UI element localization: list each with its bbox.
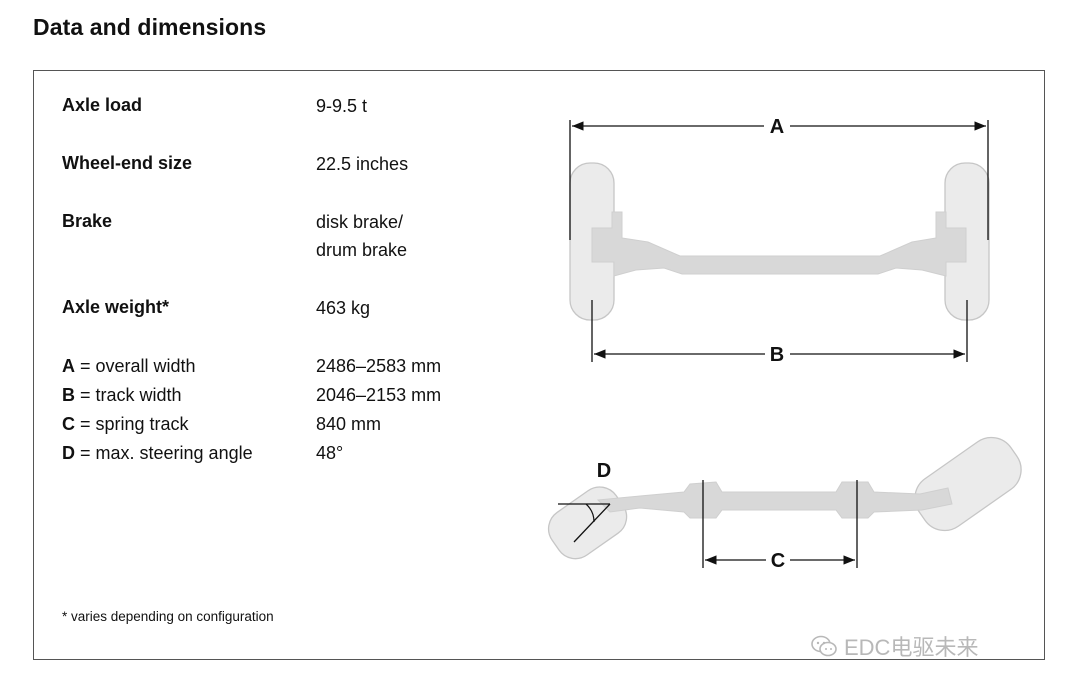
dimension-a-label: A — [770, 116, 784, 138]
spec-value-wheel-end-size: 22.5 inches — [316, 154, 409, 174]
dim-text-d: = max. steering angle — [75, 443, 253, 463]
dimension-d-label: D — [597, 460, 611, 482]
dim-value-c: 840 mm — [316, 414, 382, 434]
spec-label-axle-load: Axle load — [62, 95, 143, 115]
spec-label-axle-weight: Axle weight* — [62, 297, 170, 317]
watermark: EDC电驱未来 — [810, 630, 978, 662]
page-title: Data and dimensions — [33, 14, 267, 40]
wechat-icon — [811, 635, 837, 657]
dim-label-b: B = track width — [62, 385, 182, 406]
spec-label-wheel-end-size: Wheel-end size — [62, 153, 193, 173]
dim-text-a: = overall width — [75, 356, 196, 376]
spec-value-brake-line-1: disk brake/ — [316, 212, 404, 232]
axle-beam — [591, 211, 967, 277]
steered-right-wheel — [914, 436, 1022, 532]
dim-value-a: 2486–2583 mm — [316, 356, 442, 376]
dim-letter-c: C — [62, 414, 75, 434]
dim-label-c: C = spring track — [62, 414, 189, 435]
front-axle-view: A B — [569, 116, 990, 366]
dim-label-d: D = max. steering angle — [62, 443, 253, 464]
spec-value-brake-line-2: drum brake — [316, 240, 408, 260]
dimension-c-label: C — [771, 550, 785, 572]
axle-beam-top — [596, 481, 953, 519]
spec-value-axle-weight: 463 kg — [316, 298, 371, 318]
steered-left-wheel — [547, 486, 628, 560]
dimension-b-label: B — [770, 344, 784, 366]
dim-letter-b: B — [62, 385, 75, 405]
dim-letter-d: D — [62, 443, 75, 463]
dim-text-b: = track width — [75, 385, 182, 405]
spec-value-axle-load: 9-9.5 t — [316, 96, 368, 116]
watermark-text: EDC电驱未来 — [844, 635, 979, 660]
footnote: * varies depending on configuration — [62, 609, 274, 624]
dim-letter-a: A — [62, 356, 75, 376]
spec-label-brake: Brake — [62, 211, 113, 231]
dim-label-a: A = overall width — [62, 356, 196, 377]
dim-value-d: 48° — [316, 443, 344, 463]
top-axle-view: D C — [547, 436, 1022, 572]
spec-box: Axle load 9-9.5 t Wheel-end size 22.5 in… — [33, 70, 1045, 660]
dim-text-c: = spring track — [75, 414, 189, 434]
dim-value-b: 2046–2153 mm — [316, 385, 442, 405]
